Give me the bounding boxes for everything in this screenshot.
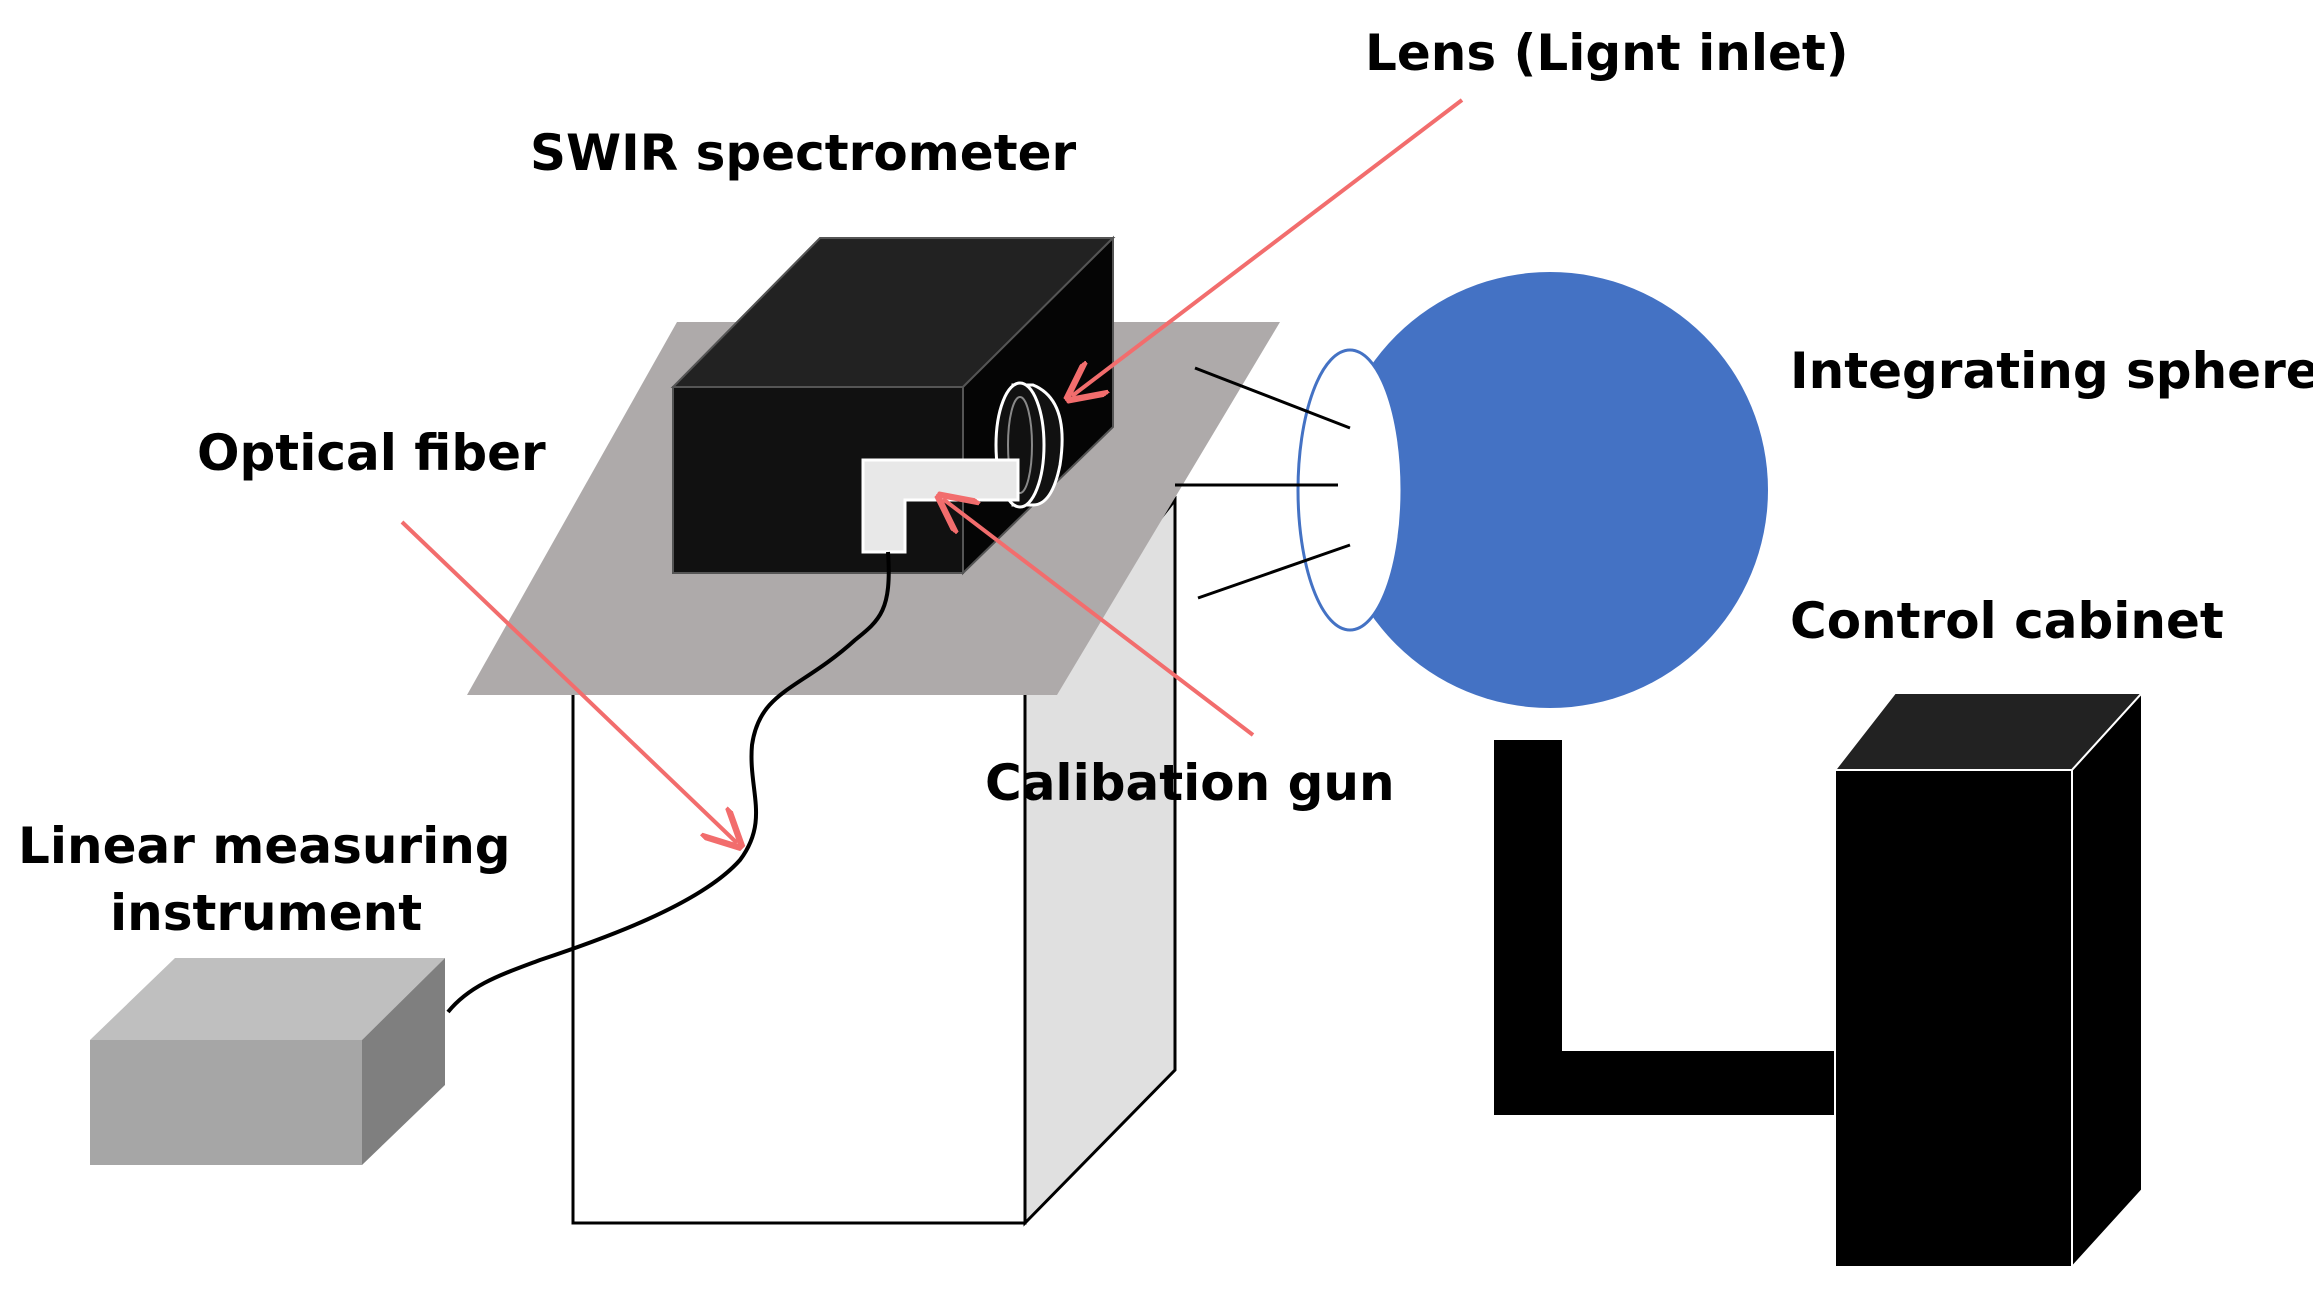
gun-arrow [943,499,1255,737]
label-spectrometer: SWIR spectrometer [530,124,1077,182]
label-optical-fiber: Optical fiber [197,424,546,482]
instrument-top [90,958,445,1040]
instrument-front [90,1040,362,1165]
optical-fiber [446,551,891,1014]
label-control-cabinet: Control cabinet [1790,592,2224,650]
label-instrument-line2: instrument [110,884,422,942]
label-calibration-gun: Calibation gun [985,754,1395,812]
linear-measuring-instrument [90,958,445,1165]
calibration-gun [861,458,1020,554]
label-integrating-sphere: Integrating sphere [1790,342,2313,400]
fiber-arrow [400,520,737,843]
cabinet-side [2071,690,2143,1270]
instrument-side [362,958,445,1165]
light-rays [1175,366,1351,600]
lens-arrow [1072,98,1464,396]
control-cabinet [1832,690,2145,1270]
stand-front [571,688,1027,1225]
support-arm [1494,740,1840,1115]
sphere-port [1296,348,1404,632]
label-instrument-line1: Linear measuring [18,817,511,875]
pointer-arrows [400,98,1464,843]
cabinet-front [1834,769,2073,1268]
sphere-body [1332,272,1768,708]
integrating-sphere [1296,272,1768,708]
label-lens: Lens (Lignt inlet) [1365,24,1849,82]
